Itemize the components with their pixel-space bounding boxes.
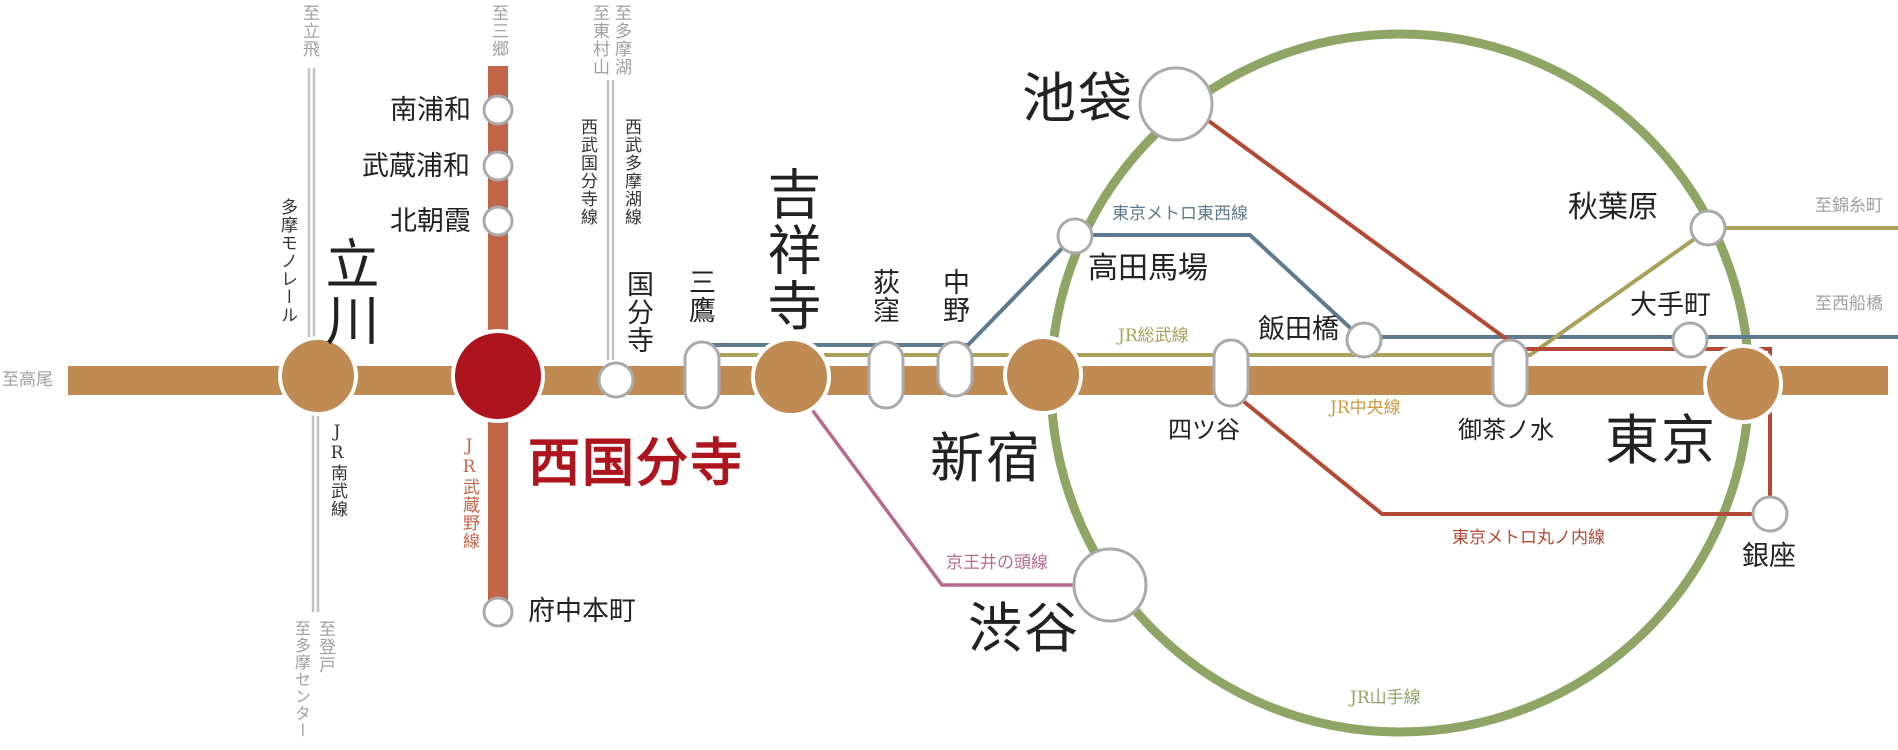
station-marker-tachikawa[interactable]: [278, 336, 358, 416]
station-marker-kichijoji[interactable]: [751, 337, 831, 417]
station-marker-ginza[interactable]: [1751, 495, 1789, 533]
major-station-markers: [278, 329, 1783, 424]
station-marker-ogikubo[interactable]: [867, 340, 905, 410]
station-label-kita-asaka: 北朝霞: [390, 206, 471, 237]
station-marker-nakano[interactable]: [936, 340, 974, 398]
station-label-nishi-kokubunji: 西国分寺: [528, 433, 745, 494]
jr-sobu-line: [712, 226, 1898, 357]
direction-label-nishi-funabashi: 至西船橋: [1815, 294, 1883, 314]
line-label-jr-nambu: JR南武線: [327, 422, 347, 518]
station-label-takadanobaba: 高田馬場: [1088, 251, 1208, 286]
station-marker-ikebukuro[interactable]: [1138, 66, 1214, 142]
station-label-ogikubo: 荻窪: [868, 268, 899, 324]
station-marker-ochanomizu[interactable]: [1491, 338, 1529, 408]
station-label-ginza: 銀座: [1742, 541, 1796, 572]
station-label-nakano: 中野: [938, 268, 969, 324]
station-marker-mitaka[interactable]: [683, 340, 721, 410]
station-label-kichijoji: 吉祥寺: [758, 166, 821, 334]
station-label-shibuya: 渋谷: [968, 597, 1080, 660]
station-label-minami-urawa: 南浦和: [390, 95, 471, 126]
direction-label-takao: 至高尾: [2, 370, 53, 390]
station-marker-shinjuku[interactable]: [1003, 335, 1083, 415]
station-label-ochanomizu: 御茶ノ水: [1458, 416, 1554, 444]
station-label-otemachi: 大手町: [1630, 290, 1711, 321]
station-marker-otemachi[interactable]: [1671, 321, 1709, 359]
station-marker-takadanobaba[interactable]: [1056, 217, 1094, 255]
station-label-mitaka: 三鷹: [684, 268, 715, 324]
station-marker-yotsuya[interactable]: [1212, 338, 1250, 408]
station-marker-kita-asaka[interactable]: [482, 205, 514, 237]
direction-label-misato: 至三郷: [488, 4, 508, 58]
direction-label-noborito: 至登戸: [315, 620, 335, 674]
station-label-musashi-urawa: 武蔵浦和: [362, 151, 470, 182]
station-marker-tokyo[interactable]: [1703, 344, 1783, 424]
station-label-kokubunji: 国分寺: [622, 270, 653, 354]
tokyo-metro-tozai-line: [712, 233, 1898, 347]
direction-label-higashimurayama: 至東村山: [589, 4, 609, 76]
station-marker-kokubunji[interactable]: [597, 361, 635, 399]
line-label-seibu-tamako: 西武多摩湖線: [621, 118, 641, 226]
station-marker-iidabashi[interactable]: [1345, 321, 1383, 359]
line-label-sobu: JR総武線: [1118, 326, 1189, 346]
direction-label-tamako: 至多摩湖: [611, 4, 631, 76]
keio-inokashira-line: [788, 378, 1128, 587]
station-label-yotsuya: 四ツ谷: [1168, 416, 1240, 444]
line-label-tama-monorail: 多摩モノレール: [277, 198, 297, 324]
station-label-iidabashi: 飯田橋: [1258, 314, 1339, 345]
jr-chuo-line: [68, 366, 1888, 395]
station-label-shinjuku: 新宿: [930, 427, 1042, 490]
direction-label-kinshicho: 至錦糸町: [1815, 196, 1883, 216]
station-marker-fuchu-hommachi[interactable]: [482, 596, 514, 628]
station-marker-nishi-kokubunji[interactable]: [451, 329, 545, 423]
station-marker-minami-urawa[interactable]: [482, 94, 514, 126]
station-label-tokyo: 東京: [1605, 409, 1717, 472]
line-label-inokashira: 京王井の頭線: [946, 553, 1048, 573]
line-label-seibu-kokubunji: 西武国分寺線: [577, 118, 597, 226]
line-label-marunouchi: 東京メトロ丸ノ内線: [1452, 528, 1605, 548]
station-label-tachikawa: 立川: [316, 236, 379, 348]
jr-nambu-line: [311, 400, 320, 612]
pill-station-markers: [683, 338, 1529, 410]
station-label-fuchu-hommachi: 府中本町: [528, 596, 636, 627]
line-label-tozai: 東京メトロ東西線: [1112, 204, 1248, 224]
seibu-lines: [606, 80, 615, 360]
line-label-yamanote: JR山手線: [1350, 688, 1421, 708]
station-marker-musashi-urawa[interactable]: [482, 150, 514, 182]
line-label-chuo: JR中央線: [1330, 398, 1401, 418]
tama-monorail-line: [307, 68, 316, 340]
station-marker-shibuya[interactable]: [1072, 547, 1148, 623]
station-label-akihabara: 秋葉原: [1568, 190, 1658, 225]
station-label-ikebukuro: 池袋: [1022, 67, 1134, 130]
direction-label-tama-center: 至多摩センター: [292, 620, 311, 739]
station-markers: [482, 66, 1789, 628]
direction-label-tachihi: 至立飛: [299, 4, 319, 58]
line-label-jr-musashino: JR武蔵野線: [459, 436, 479, 550]
station-marker-akihabara[interactable]: [1689, 209, 1727, 247]
